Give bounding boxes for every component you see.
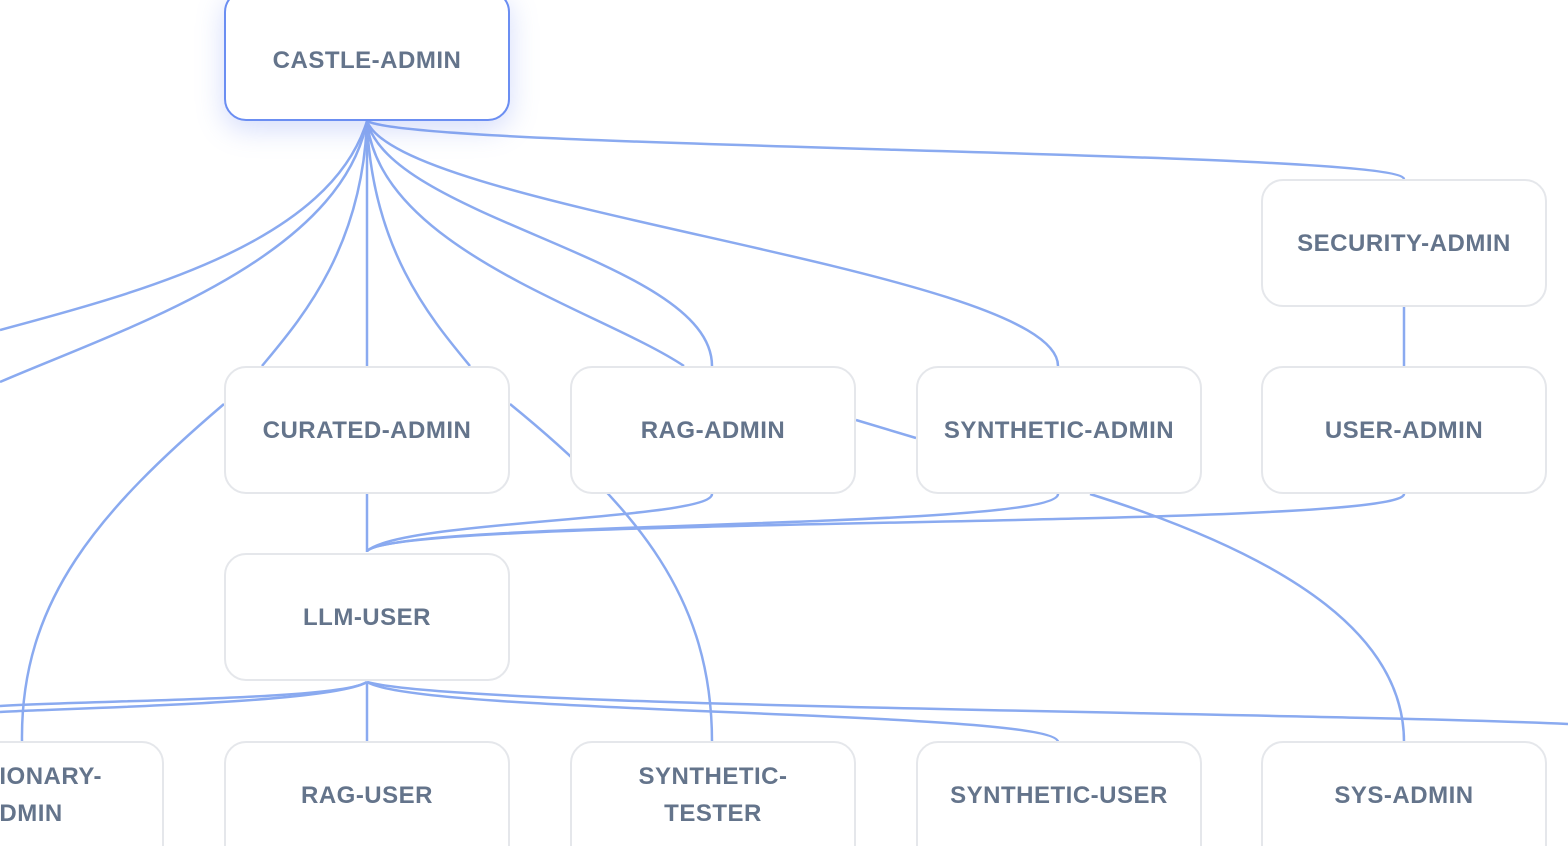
node-security-admin-label: SECURITY-ADMIN	[1297, 229, 1511, 257]
node-castle-admin-label: CASTLE-ADMIN	[272, 47, 462, 74]
edge-llm-user-to-synthetic-user	[366, 680, 1060, 743]
node-rag-user-label: RAG-USER	[300, 781, 433, 809]
edge-castle-admin-to-curated-admin-c	[365, 120, 471, 367]
edge-castle-admin-to-offscreen-2	[0, 120, 369, 384]
edge-castle-admin-to-rag-admin-b	[365, 120, 714, 367]
node-dictionary-admin[interactable]: IONARY- DMIN	[0, 741, 164, 846]
edge-to-dictionary-admin	[20, 403, 225, 743]
node-dictionary-admin-label: IONARY- DMIN	[0, 763, 102, 827]
edge-llm-user-to-offscreen-right	[366, 680, 1568, 726]
node-curated-admin-label: CURATED-ADMIN	[262, 416, 472, 444]
edge-castle-admin-to-curated-admin-a	[261, 120, 369, 367]
node-synthetic-admin-label: SYNTHETIC-ADMIN	[943, 416, 1175, 444]
edge-castle-admin-to-rag-admin-a	[365, 120, 685, 368]
node-rag-admin[interactable]: RAG-ADMIN	[570, 366, 856, 494]
edge-user-admin-to-llm-user	[366, 492, 1406, 552]
node-llm-user[interactable]: LLM-USER	[224, 553, 510, 681]
edge-llm-user-to-offscreen-2	[0, 680, 368, 714]
node-synthetic-tester[interactable]: SYNTHETIC- TESTER	[570, 741, 856, 846]
node-curated-admin[interactable]: CURATED-ADMIN	[224, 366, 510, 494]
node-synthetic-user-label: SYNTHETIC-USER	[950, 781, 1168, 809]
edge-rag-admin-to-llm-user	[366, 493, 714, 552]
edge-castle-admin-to-offscreen-1	[0, 120, 369, 332]
edge-castle-admin-to-security-admin	[366, 119, 1406, 181]
node-rag-user[interactable]: RAG-USER	[224, 741, 510, 846]
edge-to-synthetic-tester	[509, 403, 714, 743]
node-security-admin[interactable]: SECURITY-ADMIN	[1261, 179, 1547, 307]
node-synthetic-admin[interactable]: SYNTHETIC-ADMIN	[916, 366, 1202, 494]
node-synthetic-user[interactable]: SYNTHETIC-USER	[916, 741, 1202, 846]
node-user-admin-label: USER-ADMIN	[1324, 416, 1484, 444]
node-sys-admin[interactable]: SYS-ADMIN	[1261, 741, 1547, 846]
node-rag-admin-label: RAG-ADMIN	[640, 416, 786, 444]
node-sys-admin-label: SYS-ADMIN	[1334, 781, 1474, 809]
edge-rag-admin-to-synthetic-admin	[855, 418, 917, 440]
node-synthetic-tester-label: SYNTHETIC- TESTER	[638, 763, 788, 827]
node-llm-user-label: LLM-USER	[303, 603, 431, 631]
edge-castle-admin-to-synthetic-admin	[365, 120, 1060, 367]
edge-synthetic-admin-to-sys-admin	[1089, 492, 1406, 743]
node-castle-admin[interactable]: CASTLE-ADMIN	[224, 0, 510, 121]
node-user-admin[interactable]: USER-ADMIN	[1261, 366, 1547, 494]
